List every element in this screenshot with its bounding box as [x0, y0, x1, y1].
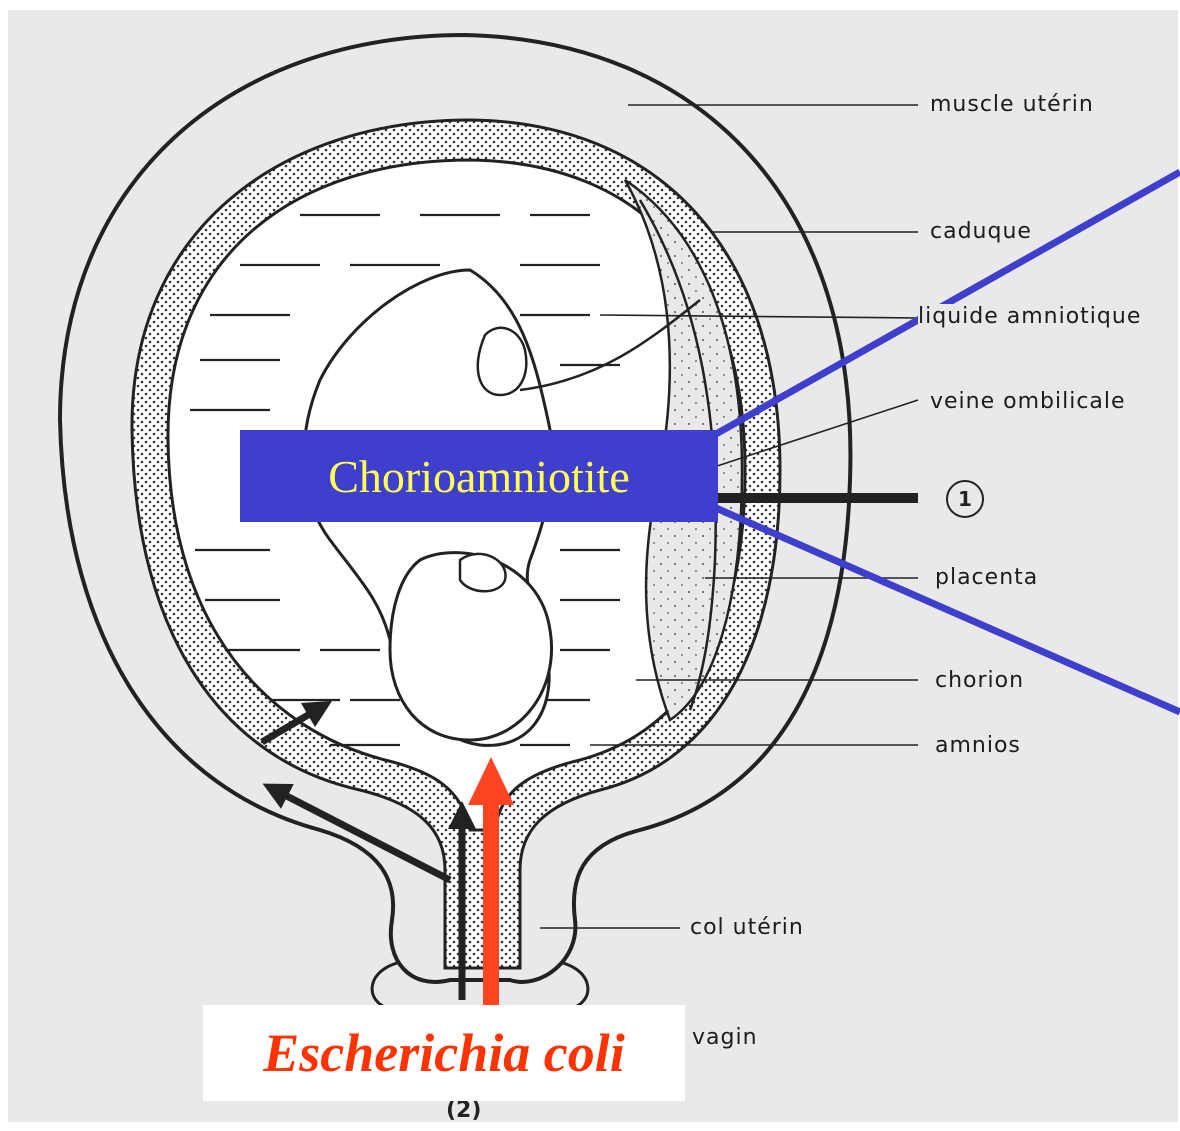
- label-vagin: vagin: [692, 1025, 758, 1051]
- fetus-foot: [478, 328, 526, 395]
- escherichia-coli-text: Escherichia coli: [263, 1022, 625, 1084]
- marker-one: 1: [946, 480, 984, 518]
- marker-two: (2): [446, 1098, 481, 1123]
- label-liquide-amniotique: liquide amniotique: [918, 304, 1141, 330]
- label-caduque: caduque: [930, 219, 1032, 245]
- label-col-uterin: col utérin: [690, 915, 804, 941]
- label-placenta: placenta: [935, 565, 1038, 591]
- label-amnios: amnios: [935, 733, 1021, 759]
- chorioamniotite-text: Chorioamniotite: [328, 450, 630, 503]
- label-veine-ombilicale: veine ombilicale: [930, 389, 1126, 415]
- chorioamniotite-callout: Chorioamniotite: [240, 430, 718, 522]
- escherichia-coli-callout: Escherichia coli: [203, 1005, 685, 1101]
- label-muscle-uterin: muscle utérin: [930, 92, 1094, 118]
- label-chorion: chorion: [935, 668, 1024, 694]
